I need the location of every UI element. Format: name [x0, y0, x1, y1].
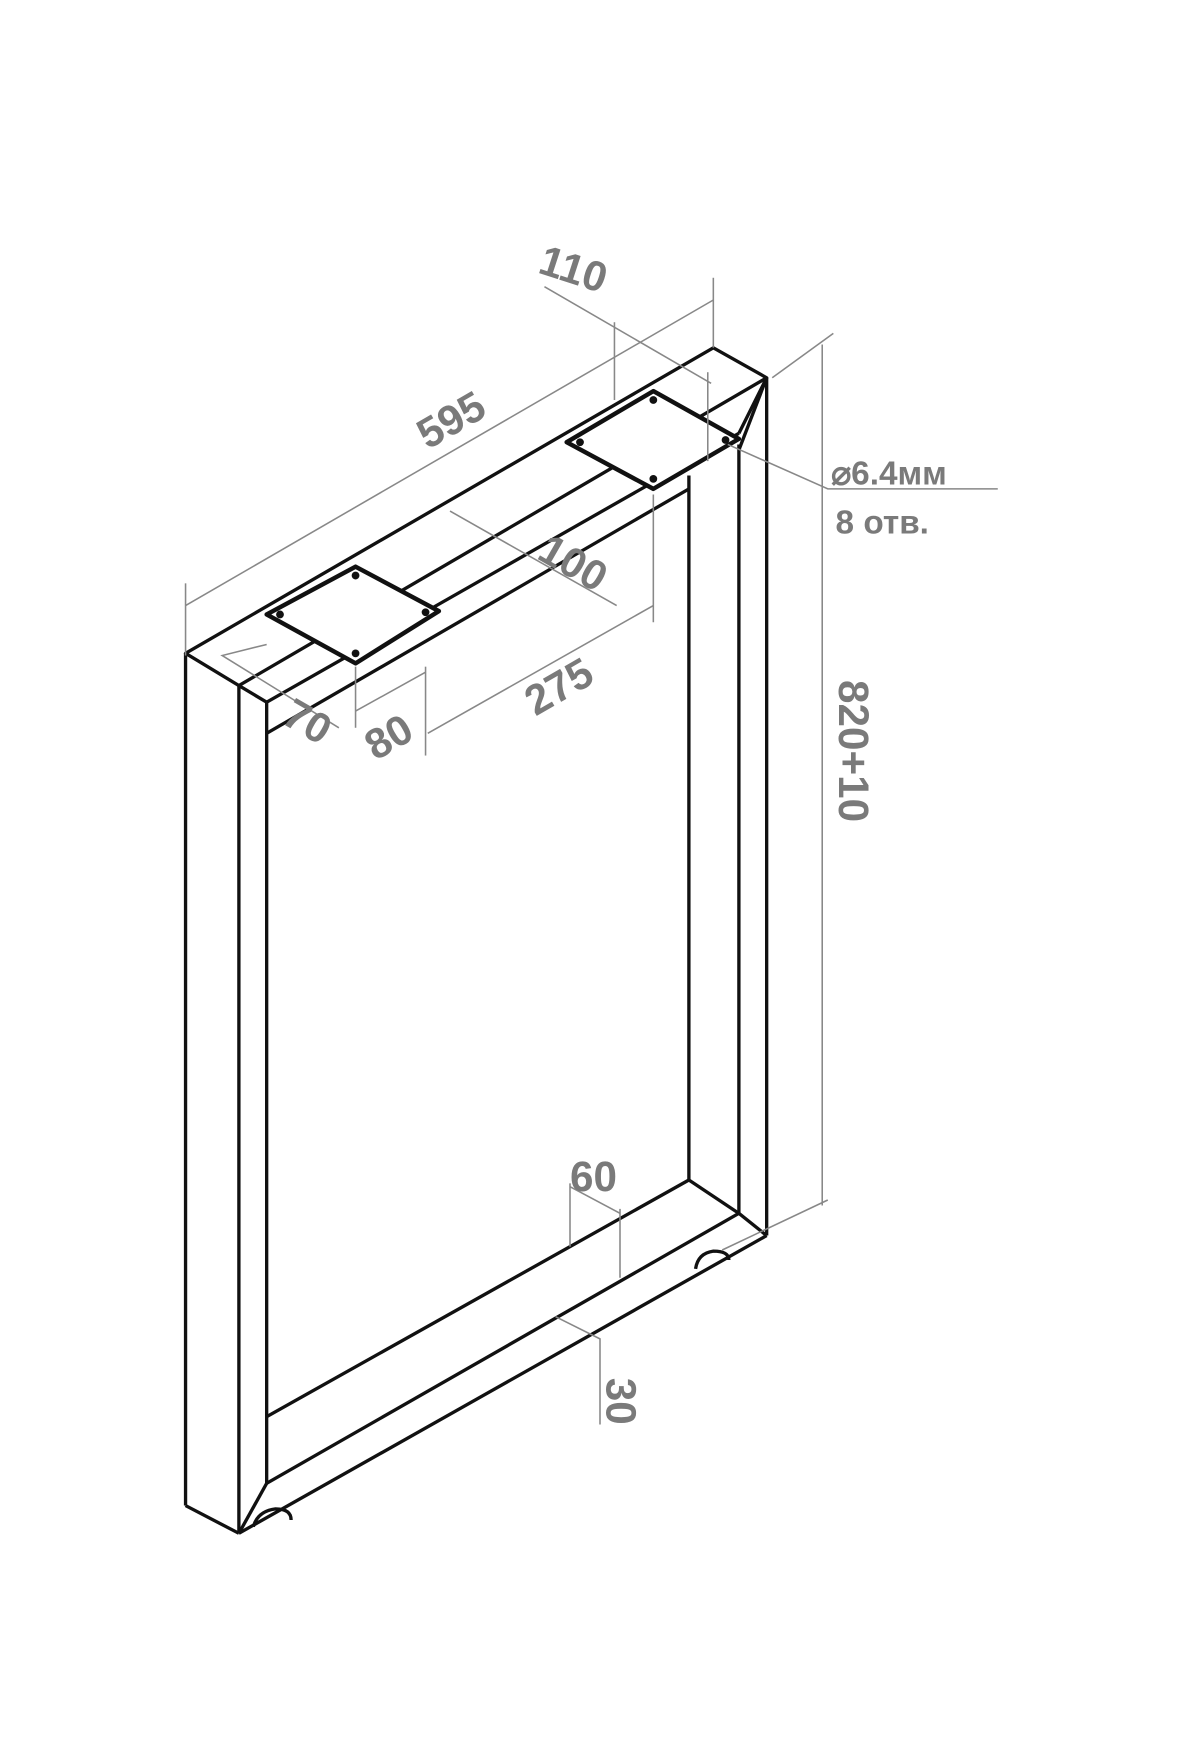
top-right-miter-2	[737, 377, 769, 435]
dim-595-label: 595	[409, 382, 494, 458]
dim-110-label: 110	[534, 236, 613, 302]
dim-275-label: 275	[517, 649, 602, 725]
dim-30-line	[555, 1315, 601, 1425]
leg-frame	[183, 346, 769, 1535]
hole-diameter-label: ⌀6.4мм	[831, 455, 947, 492]
top-beam-edge	[238, 684, 268, 704]
hole	[721, 436, 730, 444]
bottom-left-miter	[237, 1482, 269, 1535]
hole	[351, 571, 360, 580]
dim-80-label: 80	[357, 705, 421, 769]
dim-100-line	[449, 510, 618, 607]
hole-count-label: 8 отв.	[836, 504, 929, 541]
left-leg-bottom	[184, 1504, 240, 1535]
hole	[649, 475, 658, 483]
dim-80-line	[355, 671, 426, 712]
dim-60-label: 60	[570, 1153, 617, 1200]
dim-30-label: 30	[598, 1378, 645, 1425]
top-beam-inner-rail-lower	[265, 487, 690, 735]
right-foot	[693, 1249, 731, 1270]
hole	[576, 438, 584, 447]
dim-60-line	[569, 1185, 621, 1215]
bottom-right-miter	[737, 1212, 768, 1237]
dim-595-line	[185, 299, 714, 607]
dimension-lines	[184, 277, 998, 1425]
bottom-beam-inner-top	[265, 1178, 690, 1419]
bottom-beam-right-top	[687, 1178, 740, 1215]
dim-275-line	[427, 604, 654, 735]
bottom-beam-front-top	[265, 1211, 740, 1485]
bottom-beam-front-bottom	[238, 1234, 768, 1535]
dim-70-label: 70	[276, 689, 340, 753]
mounting-plate-right	[564, 388, 742, 492]
left-foot	[251, 1507, 293, 1528]
hole	[351, 649, 360, 658]
dim-height-label: 820+10	[830, 680, 877, 822]
hole-leader	[727, 443, 998, 490]
dim-100-label: 100	[531, 525, 616, 601]
hole	[649, 396, 658, 404]
dim-70-line	[220, 643, 340, 729]
dim-110-line	[544, 285, 712, 385]
hole	[421, 608, 430, 617]
hole	[276, 610, 284, 619]
mounting-plate-left	[264, 564, 442, 666]
